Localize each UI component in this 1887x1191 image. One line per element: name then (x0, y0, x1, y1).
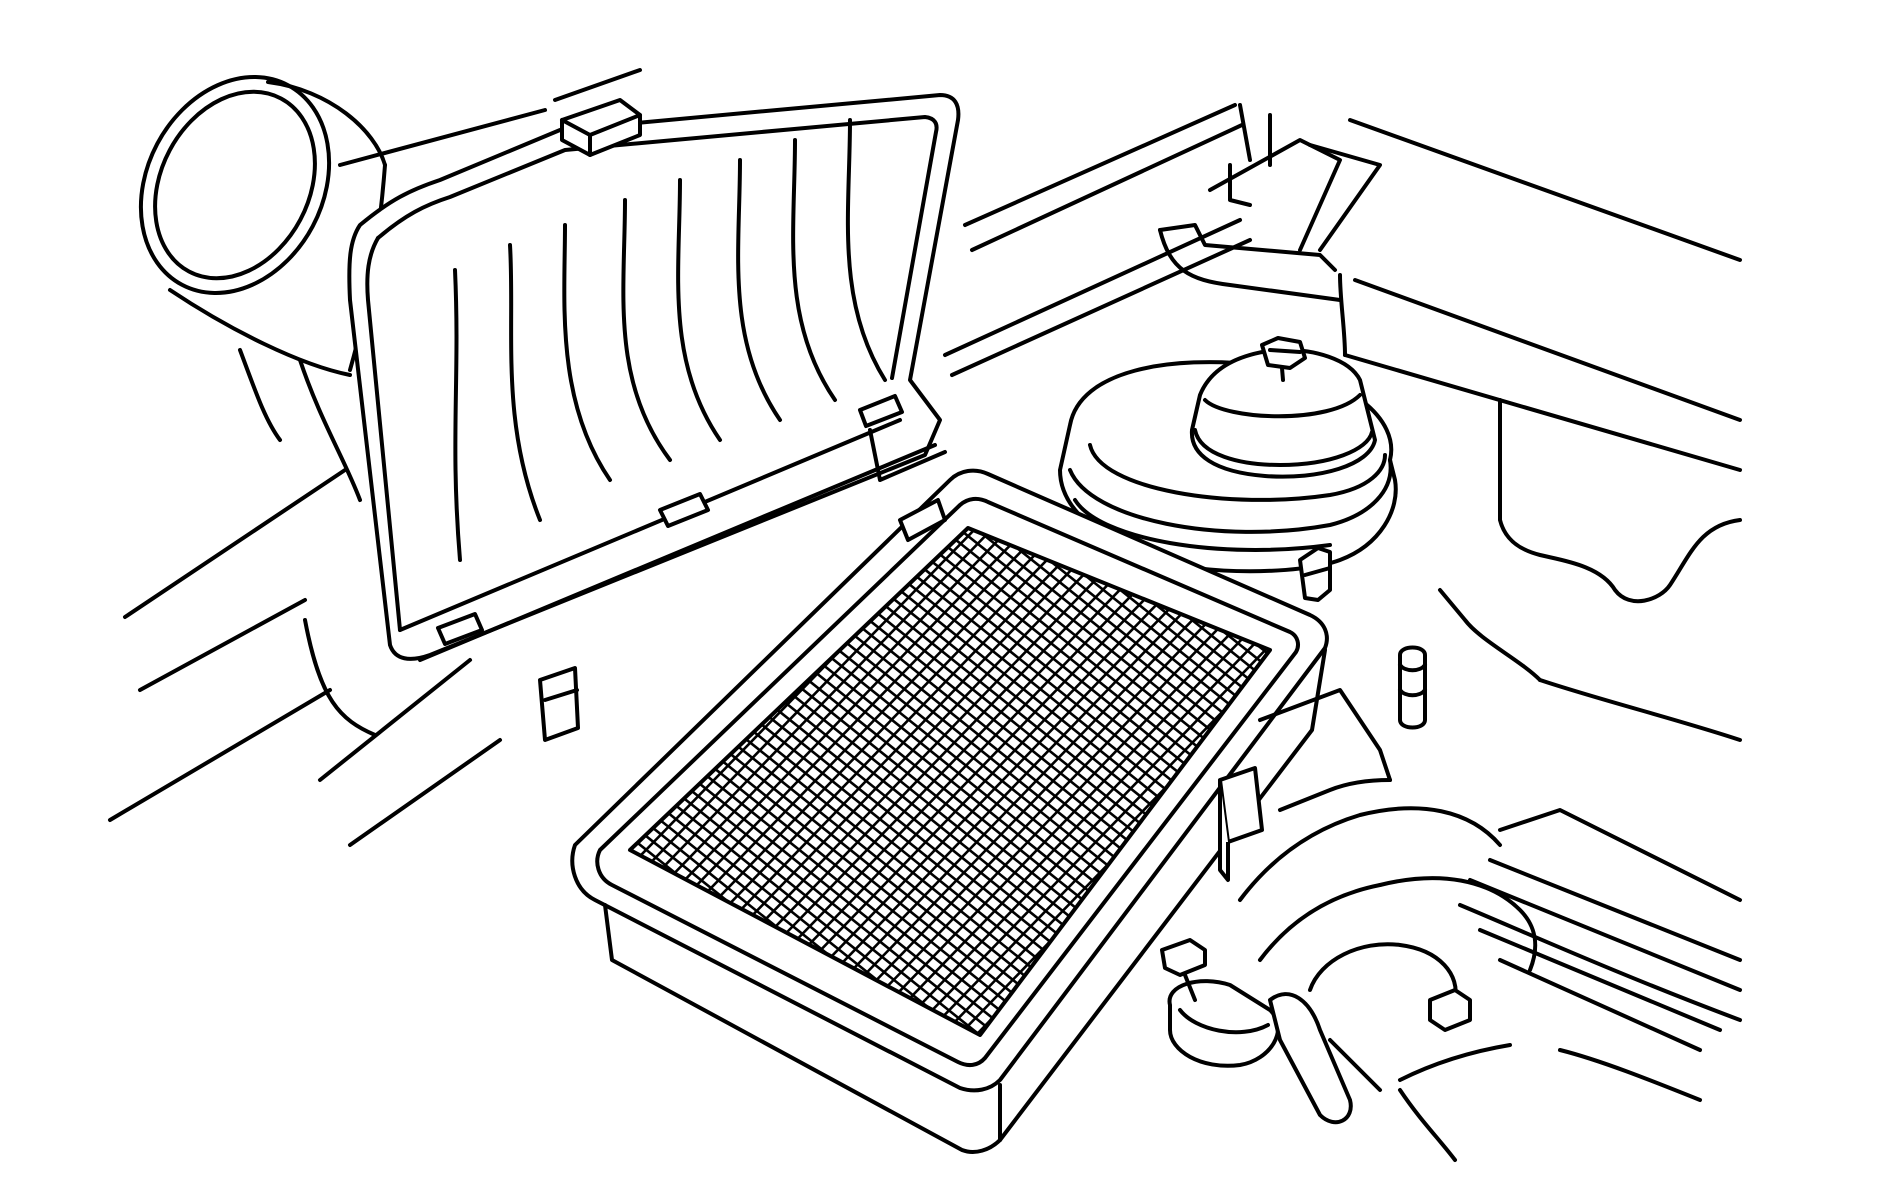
mesh-line (1673, 420, 1887, 1140)
fender-panel (1158, 118, 1742, 742)
mesh-line (1724, 420, 1887, 1140)
mesh-line (1350, 420, 1887, 1140)
mesh-line (1707, 420, 1887, 1140)
mesh-line (1656, 420, 1887, 1140)
body-structure-lines (108, 68, 1272, 847)
mesh-line (1843, 420, 1887, 1140)
mesh-line (1758, 420, 1887, 1140)
mesh-line (630, 528, 1082, 1035)
mesh-line (1418, 420, 1887, 1140)
mesh-line (1826, 420, 1887, 1140)
hex-bolt-icon (1260, 336, 1307, 382)
mesh-line (1860, 420, 1887, 1140)
mesh-line (1333, 420, 1887, 1140)
mesh-line (1792, 420, 1887, 1140)
mesh-line (1605, 420, 1887, 1140)
round-reservoir-cap (1189, 347, 1377, 479)
mesh-line (1843, 420, 1887, 1140)
mesh-line (1775, 420, 1887, 1140)
mesh-line (1809, 420, 1887, 1140)
mesh-line (1486, 420, 1887, 1140)
mesh-line (1741, 420, 1887, 1140)
mesh-line (1588, 420, 1887, 1140)
mesh-line (1401, 420, 1887, 1140)
mesh-line (1877, 420, 1887, 1140)
air-inlet-duct (138, 75, 387, 502)
mesh-line (1418, 420, 1887, 1140)
hose-clamp (1160, 938, 1353, 1125)
mesh-line (1401, 420, 1887, 1140)
mesh-line (1826, 420, 1887, 1140)
mesh-line (1639, 420, 1887, 1140)
mesh-line (1690, 420, 1887, 1140)
mesh-line (1877, 420, 1887, 1140)
cover-retaining-tabs (436, 394, 904, 742)
mesh-line (1520, 420, 1887, 1140)
mesh-line (1503, 420, 1887, 1140)
mesh-line (1741, 420, 1887, 1140)
mesh-line (630, 528, 1099, 1035)
mesh-line (1690, 420, 1887, 1140)
housing-clips (898, 498, 1427, 882)
mesh-line (839, 528, 1270, 1035)
mesh-line (1724, 420, 1887, 1140)
outlet-duct (1238, 688, 1538, 1092)
air-cleaner-housing-cover (347, 93, 961, 662)
mesh-line (1316, 420, 1887, 1140)
mesh-line (1503, 420, 1887, 1140)
mesh-line (1384, 420, 1887, 1140)
mesh-line (1605, 420, 1887, 1140)
mesh-line (1384, 420, 1887, 1140)
mesh-line (1486, 420, 1887, 1140)
mesh-line (1554, 420, 1887, 1140)
mesh-line (1588, 420, 1887, 1140)
mesh-line (1469, 420, 1887, 1140)
mesh-line (1792, 420, 1887, 1140)
mesh-line (1571, 420, 1887, 1140)
mesh-line (1520, 420, 1887, 1140)
mesh-line (822, 528, 1270, 1035)
mesh-line (1656, 420, 1887, 1140)
mesh-line (1860, 420, 1887, 1140)
mesh-line (1758, 420, 1887, 1140)
mesh-line (1452, 420, 1887, 1140)
mesh-line (1316, 420, 1887, 1140)
air-filter-element (570, 420, 1887, 1154)
mesh-line (1809, 420, 1887, 1140)
mesh-line (1639, 420, 1887, 1140)
mesh-line (1571, 420, 1887, 1140)
mesh-line (1452, 420, 1887, 1140)
mesh-line (1673, 420, 1887, 1140)
engine-cover (1398, 808, 1742, 1162)
mesh-line (1333, 420, 1887, 1140)
mesh-line (1350, 420, 1887, 1140)
mesh-line (1367, 420, 1887, 1140)
mesh-line (1775, 420, 1887, 1140)
mesh-line (1367, 420, 1887, 1140)
mesh-line (1707, 420, 1887, 1140)
mesh-line (1554, 420, 1887, 1140)
mesh-line (1469, 420, 1887, 1140)
